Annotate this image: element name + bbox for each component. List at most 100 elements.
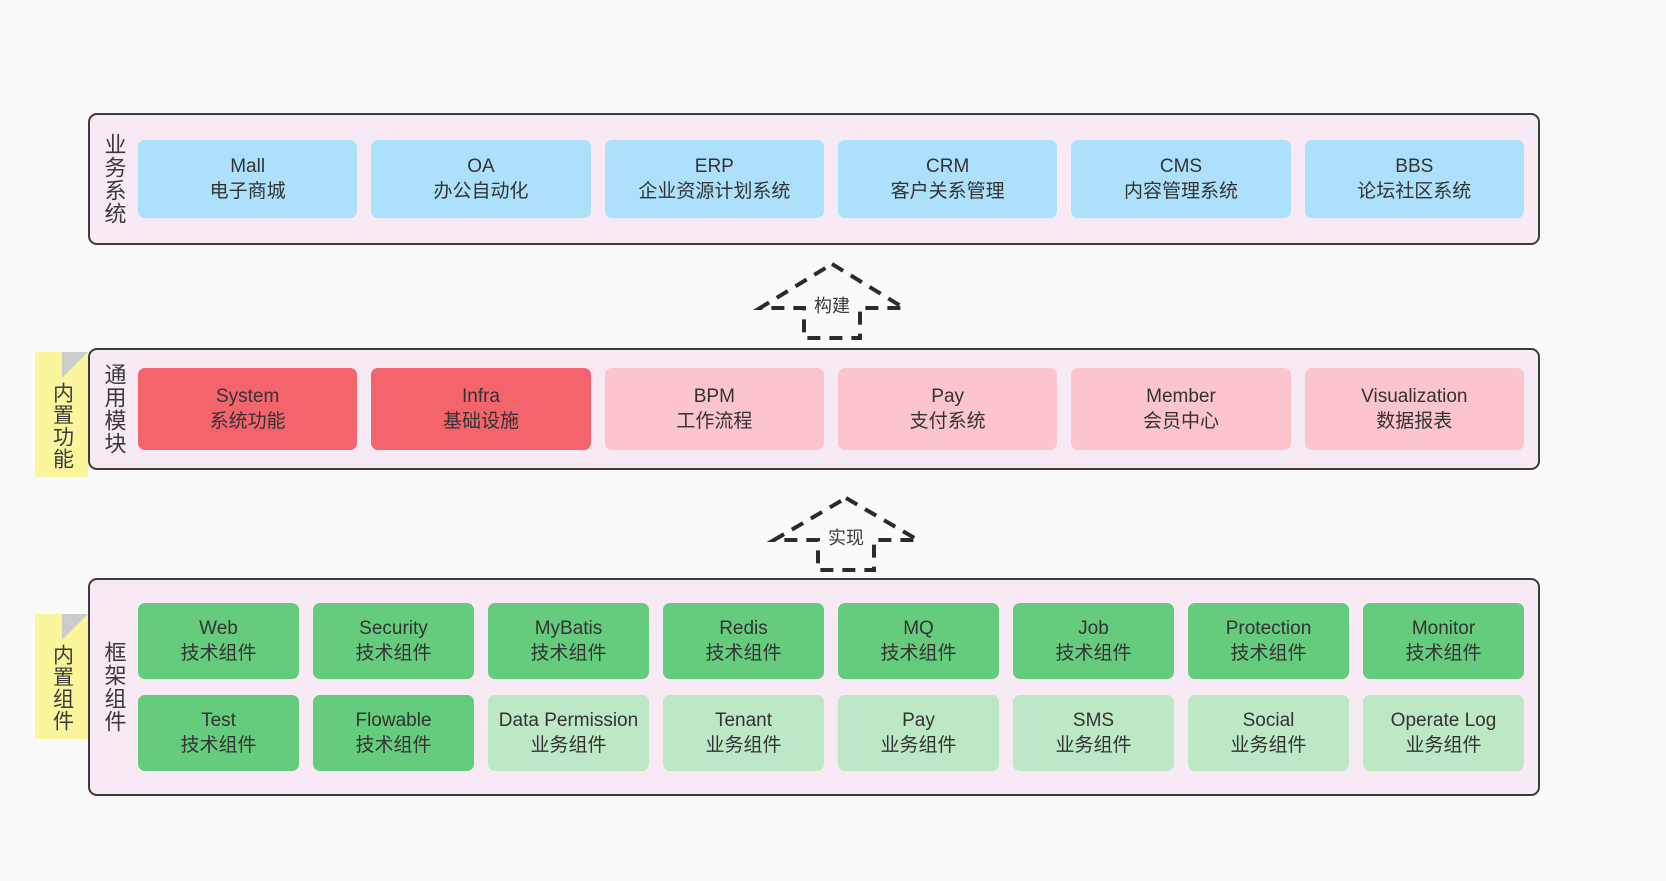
card-name: Operate Log [1390, 709, 1497, 731]
card-operate-log[interactable]: Operate Log 业务组件 [1363, 695, 1524, 771]
card-erp[interactable]: ERP 企业资源计划系统 [604, 140, 824, 218]
connector-build-label: 构建 [814, 296, 850, 316]
card-name: Mall [230, 155, 266, 177]
card-subtitle: 业务组件 [705, 735, 782, 756]
card-name: ERP [694, 155, 734, 177]
card-pay[interactable]: Pay 支付系统 [837, 368, 1058, 450]
layer-common-module-label: 通用模块 [101, 363, 127, 455]
card-subtitle: 内容管理系统 [1123, 181, 1238, 202]
card-name: Job [1078, 617, 1109, 639]
card-name: OA [467, 155, 495, 177]
card-subtitle: 技术组件 [1055, 643, 1132, 664]
card-subtitle: 业务组件 [1405, 735, 1482, 756]
card-name: Pay [931, 385, 965, 407]
card-social[interactable]: Social 业务组件 [1188, 695, 1349, 771]
card-subtitle: 技术组件 [530, 643, 607, 664]
card-name: MyBatis [534, 617, 603, 639]
card-oa[interactable]: OA 办公自动化 [371, 140, 591, 218]
card-member[interactable]: Member 会员中心 [1071, 368, 1291, 450]
card-name: Redis [719, 617, 768, 639]
card-name: Infra [461, 385, 500, 407]
card-subtitle: 工作流程 [676, 411, 753, 432]
card-subtitle: 系统功能 [209, 411, 286, 432]
card-subtitle: 技术组件 [355, 735, 432, 756]
card-name: Monitor [1411, 617, 1476, 639]
connector-implement-label: 实现 [828, 528, 864, 548]
card-subtitle: 数据报表 [1376, 411, 1453, 432]
card-subtitle: 企业资源计划系统 [638, 181, 791, 202]
card-name: Data Permission [498, 709, 639, 731]
card-job[interactable]: Job 技术组件 [1013, 603, 1174, 679]
card-redis[interactable]: Redis 技术组件 [663, 603, 824, 679]
card-tenant[interactable]: Tenant 业务组件 [663, 695, 824, 771]
card-bpm[interactable]: BPM 工作流程 [604, 368, 824, 450]
card-subtitle: 基础设施 [442, 411, 519, 432]
card-subtitle: 支付系统 [909, 411, 986, 432]
card-subtitle: 技术组件 [180, 643, 257, 664]
card-mybatis[interactable]: MyBatis 技术组件 [488, 603, 649, 679]
card-name: BBS [1395, 155, 1434, 177]
card-name: BPM [693, 385, 735, 407]
card-name: CRM [926, 155, 970, 177]
card-subtitle: 业务组件 [1055, 735, 1132, 756]
card-name: MQ [903, 617, 934, 639]
connector-implement-arrow [766, 495, 926, 572]
card-subtitle: 技术组件 [1405, 643, 1482, 664]
card-name: Flowable [355, 709, 432, 731]
card-subtitle: 论坛社区系统 [1357, 181, 1472, 202]
card-system[interactable]: System 系统功能 [138, 368, 358, 450]
card-subtitle: 技术组件 [1230, 643, 1307, 664]
card-infra[interactable]: Infra 基础设施 [371, 368, 591, 450]
layer-common-module: 通用模块 System 系统功能 Infra 基础设施 BPM 工作流程 Pay 支付系统 Me… [88, 348, 1540, 470]
card-crm[interactable]: CRM 客户关系管理 [837, 140, 1058, 218]
card-monitor[interactable]: Monitor 技术组件 [1363, 603, 1524, 679]
card-subtitle: 技术组件 [705, 643, 782, 664]
card-subtitle: 办公自动化 [433, 181, 529, 202]
note-builtin-functions-label: 内置功能 [50, 381, 74, 470]
layer-framework-component-label: 框架组件 [101, 641, 127, 733]
card-cms[interactable]: CMS 内容管理系统 [1071, 140, 1291, 218]
card-flowable[interactable]: Flowable 技术组件 [313, 695, 474, 771]
card-subtitle: 业务组件 [1230, 735, 1307, 756]
note-builtin-functions: 内置功能 [35, 352, 88, 477]
connector-build-arrow [752, 261, 912, 340]
card-name: Web [199, 617, 238, 639]
card-subtitle: 技术组件 [355, 643, 432, 664]
card-name: Security [359, 617, 428, 639]
card-subtitle: 会员中心 [1142, 411, 1219, 432]
card-name: Social [1242, 709, 1295, 731]
card-name: Tenant [714, 709, 773, 731]
card-security[interactable]: Security 技术组件 [313, 603, 474, 679]
card-subtitle: 客户关系管理 [890, 181, 1005, 202]
card-web[interactable]: Web 技术组件 [138, 603, 299, 679]
card-name: Pay [902, 709, 935, 731]
card-name: Test [201, 709, 236, 731]
card-name: CMS [1159, 155, 1203, 177]
layer-common-module-body: System 系统功能 Infra 基础设施 BPM 工作流程 Pay 支付系统 Member 会… [136, 350, 1538, 468]
layer-business-system-label: 业务系统 [101, 133, 127, 225]
note-builtin-components: 内置组件 [35, 614, 88, 739]
note-builtin-components-label: 内置组件 [50, 643, 74, 732]
common-card-row: System 系统功能 Infra 基础设施 BPM 工作流程 Pay 支付系统 Member 会… [138, 368, 1524, 450]
connector-implement: 实现 [766, 492, 926, 572]
connector-build: 构建 [752, 258, 912, 340]
card-name: Member [1146, 385, 1216, 407]
card-name: System [215, 385, 280, 407]
card-bbs[interactable]: BBS 论坛社区系统 [1304, 140, 1524, 218]
